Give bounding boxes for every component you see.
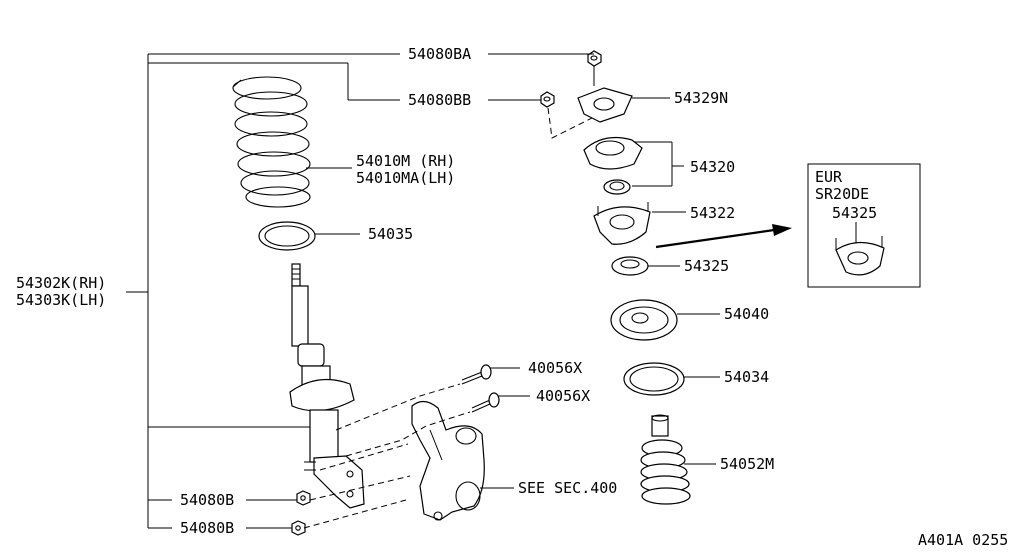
spring-seat: [610, 299, 720, 341]
label-40056x-upper: 40056X: [528, 359, 582, 377]
assembly-bracket: [126, 53, 400, 529]
upper-spring-seat: [258, 221, 316, 251]
strut-mount: [593, 202, 686, 245]
label-54034: 54034: [724, 368, 769, 386]
label-40056x-lower: 40056X: [536, 387, 590, 405]
inset-arrow: [655, 224, 792, 249]
label-diagram-code: A401A 0255: [918, 531, 1008, 549]
label-54040: 54040: [724, 305, 769, 323]
strut-insulator: [583, 137, 684, 195]
label-54329n: 54329N: [674, 89, 728, 107]
assembly-dashes: [303, 107, 597, 529]
label-54322: 54322: [690, 204, 735, 222]
mid-nut: [540, 91, 555, 108]
upper-bolt: [461, 364, 492, 385]
label-54303k: 54303K(LH): [16, 291, 106, 309]
lower-nut-lower: [291, 520, 306, 536]
label-54302k: 54302K(RH): [16, 274, 106, 292]
top-nut: [587, 50, 602, 86]
label-see-sec-400: SEE SEC.400: [518, 479, 617, 497]
mount-plate: [577, 87, 633, 123]
label-54035: 54035: [368, 225, 413, 243]
inset-box: [807, 163, 921, 288]
inset-part-label: 54325: [832, 204, 877, 222]
bound-bumper: [640, 414, 716, 505]
rubber-seat: [623, 362, 720, 396]
coil-spring: [232, 76, 311, 208]
label-54080bb: 54080BB: [408, 91, 471, 109]
label-54080ba: 54080BA: [408, 45, 471, 63]
label-54010m: 54010M (RH): [356, 152, 455, 170]
inset-line-sr20de: SR20DE: [815, 185, 869, 203]
label-54080b-lower: 54080B: [180, 519, 234, 537]
label-54080b-upper: 54080B: [180, 491, 234, 509]
lower-bolt: [471, 392, 500, 413]
label-54052m: 54052M: [720, 455, 774, 473]
strut-body: [289, 263, 365, 509]
label-54010ma: 54010MA(LH): [356, 169, 455, 187]
lower-nut-upper: [296, 490, 311, 506]
label-54320: 54320: [690, 158, 735, 176]
label-54325: 54325: [684, 257, 729, 275]
callout-leaders: [246, 53, 670, 529]
inset-line-eur: EUR: [815, 168, 843, 186]
strut-bearing: [611, 256, 680, 276]
steering-knuckle: [411, 400, 485, 521]
